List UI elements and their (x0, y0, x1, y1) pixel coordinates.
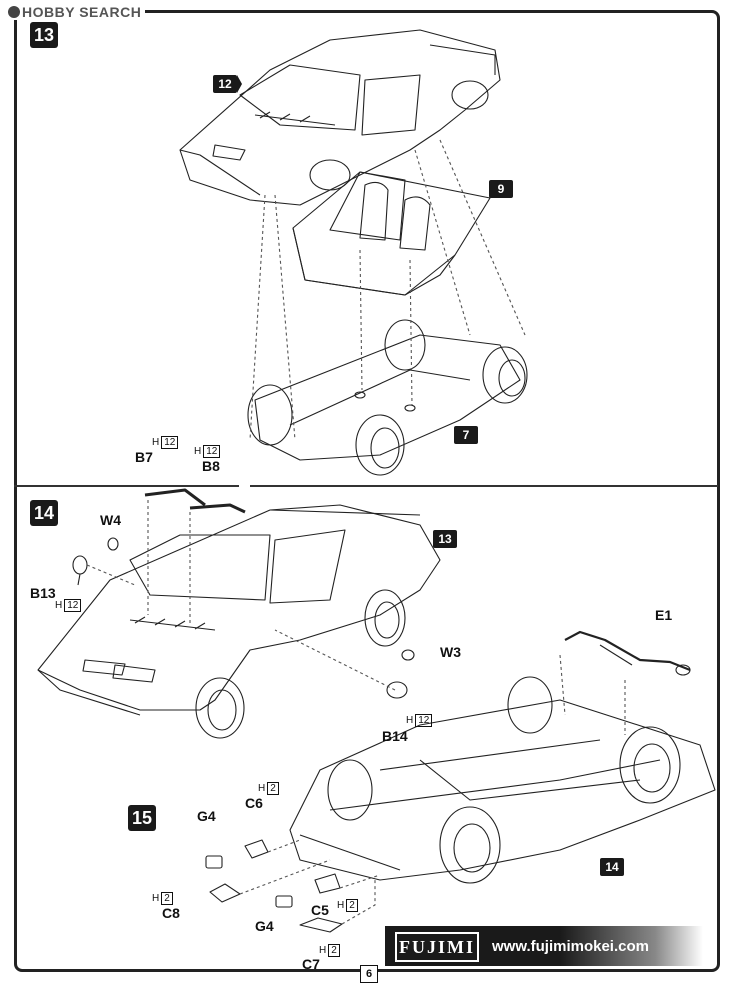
part-label-c6: C6 (245, 795, 263, 811)
ref-tag-9: 9 (489, 180, 513, 198)
car-step14-drawing (37, 488, 441, 739)
part-label-b14: B14 (382, 728, 408, 744)
car-step15-underside-drawing (205, 630, 716, 933)
guide-lines-14 (86, 500, 626, 735)
interior-tub-drawing (292, 171, 491, 296)
part-label-e1: E1 (655, 607, 673, 623)
step-number-13: 13 (30, 22, 58, 48)
part-label-g4-lower: G4 (255, 918, 274, 934)
ref-tag-12: 12 (213, 75, 242, 93)
watermark: HOBBY SEARCH (4, 4, 146, 20)
guide-lines-13 (249, 139, 526, 441)
part-label-c8: C8 (162, 905, 180, 921)
ref-tag-7: 7 (454, 426, 478, 444)
ref-tag-13: 13 (433, 530, 457, 548)
part-label-g4: G4 (197, 808, 216, 824)
step-divider (14, 485, 239, 487)
page-number: 6 (360, 965, 378, 983)
part-label-b7: B7 (135, 449, 153, 465)
step-number-15: 15 (128, 805, 156, 831)
chassis-drawing (247, 319, 528, 476)
part-label-w3: W3 (440, 644, 461, 660)
hobby-search-logo-icon (8, 6, 20, 18)
part-label-b13: B13 (30, 585, 56, 601)
part-label-c5: C5 (311, 902, 329, 918)
step-number-14: 14 (30, 500, 58, 526)
ref-tag-14: 14 (600, 858, 624, 876)
footer-url: www.fujimimokei.com (492, 938, 649, 955)
part-label-b8: B8 (202, 458, 220, 474)
guide-lines-15 (239, 839, 381, 925)
part-label-w4: W4 (100, 512, 121, 528)
watermark-text: HOBBY SEARCH (22, 4, 142, 20)
part-label-c7: C7 (302, 956, 320, 972)
fujimi-brand-logo: FUJIMI (395, 932, 479, 962)
step-divider (250, 485, 718, 487)
body-shell-drawing (179, 29, 501, 206)
